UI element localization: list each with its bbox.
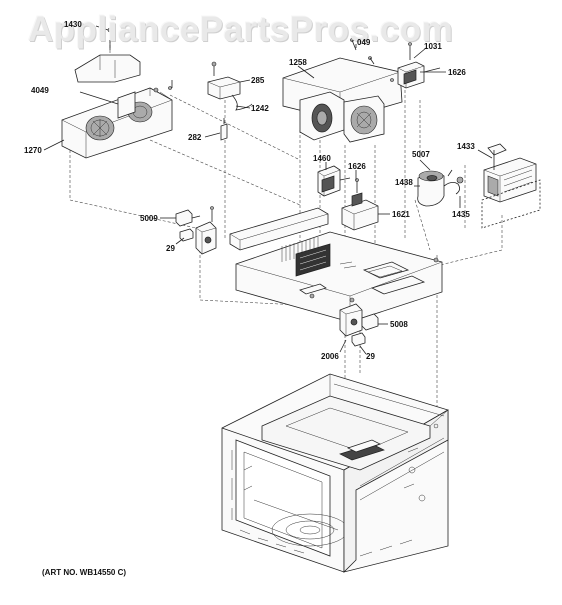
switch-1460 [317, 165, 351, 197]
board-1621 [341, 178, 379, 231]
callout-2006: 2006 [321, 352, 339, 361]
callout-1460: 1460 [313, 154, 331, 163]
callout-1258: 1258 [289, 58, 307, 67]
switch-5008 [339, 303, 379, 347]
callout-29-left: 29 [166, 244, 175, 253]
callout-4049: 4049 [31, 86, 49, 95]
capacitor-1438 [417, 169, 464, 207]
callout-5007: 5007 [412, 150, 430, 159]
callout-1430: 1430 [64, 20, 82, 29]
vent-slots [281, 237, 331, 277]
callout-1626-mid: 1626 [348, 162, 366, 171]
callout-1435: 1435 [452, 210, 470, 219]
art-number: (ART NO. WB14550 C) [42, 568, 127, 577]
callout-1242: 1242 [251, 104, 269, 113]
callout-29-right: 29 [366, 352, 375, 361]
thermal-cutout-285 [207, 61, 253, 141]
blower-motor-1258 [282, 38, 403, 143]
callout-1433: 1433 [457, 142, 475, 151]
leader-lines [43, 25, 493, 355]
callout-1438: 1438 [395, 178, 413, 187]
bracket-1430 [74, 27, 141, 83]
callout-1626-top: 1626 [448, 68, 466, 77]
callout-282: 282 [188, 133, 202, 142]
callout-5008: 5008 [390, 320, 408, 329]
callout-285: 285 [251, 76, 265, 85]
oven-cavity [221, 373, 449, 573]
transformer-1433 [481, 143, 541, 229]
callout-5009: 5009 [140, 214, 158, 223]
switch-5009 [175, 206, 217, 255]
callout-1031: 1031 [424, 42, 442, 51]
callout-1621: 1621 [392, 210, 410, 219]
callout-1270: 1270 [24, 146, 42, 155]
fan-assembly-1270 [61, 80, 173, 159]
callout-049: 049 [357, 38, 371, 47]
relay-1031 [397, 42, 441, 89]
top-chassis-plate [229, 207, 443, 323]
